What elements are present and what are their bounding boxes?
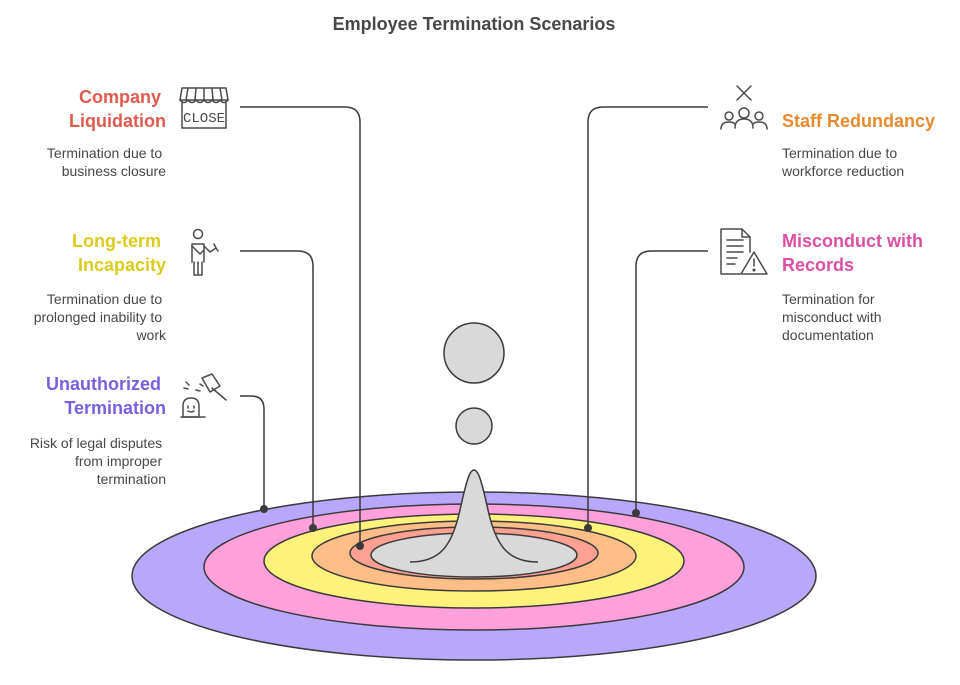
company-liquidation-title-line-1: Company (79, 87, 161, 107)
unauthorized-termination-description: Risk of legal disputes from improper ter… (30, 435, 166, 487)
connector-staff-redundancy (587, 106, 708, 528)
small-droplet (455, 407, 493, 445)
company-liquidation-title-line-2: Liquidation (69, 111, 166, 131)
item-unauthorized-termination: Unauthorized Termination Risk of legal d… (30, 373, 227, 487)
connector-dot-misconduct-with-records (632, 509, 640, 517)
connector-dot-staff-redundancy (584, 524, 592, 532)
large-droplet (443, 322, 505, 384)
remove-group-icon (720, 85, 768, 130)
unauthorized-termination-title: Unauthorized Termination (46, 374, 166, 418)
staff-redundancy-desc-line-1: Termination due to (782, 145, 897, 161)
connector-dot-long-term-incapacity (309, 524, 317, 532)
misconduct-with-records-description: Termination for misconduct with document… (782, 291, 885, 343)
long-term-incapacity-desc-line-3: work (135, 327, 167, 343)
unauthorized-termination-desc-line-1: Risk of legal disputes (30, 435, 162, 451)
closed-shop-icon: CLOSE (179, 87, 229, 129)
misconduct-with-records-desc-line-1: Termination for (782, 291, 875, 307)
item-misconduct-with-records: Misconduct with Records Termination for … (720, 228, 928, 343)
connector-company-liquidation (240, 106, 361, 546)
company-liquidation-desc-line-1: Termination due to (47, 145, 162, 161)
ripple-rings (131, 491, 817, 661)
connector-unauthorized-termination (240, 395, 265, 509)
unauthorized-termination-title-line-1: Unauthorized (46, 374, 161, 394)
long-term-incapacity-desc-line-1: Termination due to (47, 291, 162, 307)
splash-peak (409, 469, 539, 563)
staff-redundancy-description: Termination due to workforce reduction (781, 145, 904, 179)
company-liquidation-description: Termination due to business closure (47, 145, 166, 179)
unauthorized-termination-desc-line-3: termination (97, 471, 166, 487)
connector-misconduct-with-records (635, 250, 708, 513)
misconduct-with-records-desc-line-2: misconduct with (782, 309, 882, 325)
connector-long-term-incapacity (240, 250, 314, 528)
document-warning-icon (720, 228, 768, 275)
misconduct-with-records-title: Misconduct with Records (782, 231, 928, 275)
staff-redundancy-title: Staff Redundancy (782, 111, 935, 131)
staff-redundancy-desc-line-2: workforce reduction (781, 163, 904, 179)
injured-person-icon (191, 228, 219, 276)
connector-dot-company-liquidation (356, 542, 364, 550)
long-term-incapacity-description: Termination due to prolonged inability t… (34, 291, 167, 343)
item-staff-redundancy: Staff Redundancy Termination due to work… (720, 85, 935, 179)
misconduct-with-records-title-line-2: Records (782, 255, 854, 275)
long-term-incapacity-title: Long-term Incapacity (72, 231, 166, 275)
unauthorized-termination-desc-line-2: from improper (75, 453, 162, 469)
company-liquidation-desc-line-2: business closure (62, 163, 166, 179)
item-company-liquidation: Company Liquidation Termination due to b… (47, 87, 229, 179)
misconduct-with-records-title-line-1: Misconduct with (782, 231, 923, 251)
item-long-term-incapacity: Long-term Incapacity Termination due to … (34, 228, 219, 343)
closed-shop-sign-text: CLOSE (183, 111, 225, 127)
long-term-incapacity-desc-line-2: prolonged inability to (34, 309, 163, 325)
long-term-incapacity-title-line-1: Long-term (72, 231, 161, 251)
unauthorized-termination-title-line-2: Termination (64, 398, 166, 418)
gavel-icon (180, 373, 227, 418)
misconduct-with-records-desc-line-3: documentation (782, 327, 874, 343)
long-term-incapacity-title-line-2: Incapacity (78, 255, 166, 275)
staff-redundancy-title-line-1: Staff Redundancy (782, 111, 935, 131)
page-title: Employee Termination Scenarios (333, 14, 616, 34)
connector-dot-unauthorized-termination (260, 505, 268, 513)
connectors (240, 106, 708, 550)
company-liquidation-title: Company Liquidation (69, 87, 166, 131)
